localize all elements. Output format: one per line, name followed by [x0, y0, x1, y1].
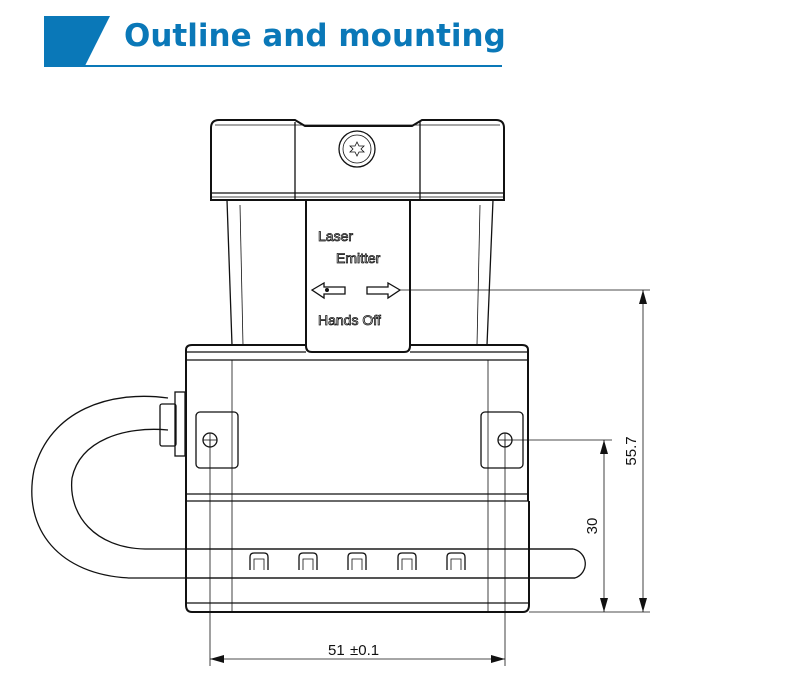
emitter-label: Emitter [336, 250, 381, 266]
hands-off-label: Hands Off [318, 312, 381, 328]
vent-slots [249, 552, 466, 570]
lower-base [185, 501, 575, 613]
dimension-width-tolerance: ±0.1 [350, 642, 379, 659]
dimension-lines [209, 289, 650, 666]
cable-loop [31, 395, 586, 579]
top-cap [210, 119, 505, 201]
arrow-right-icon [366, 281, 402, 300]
section-header: Outline and mounting [0, 0, 800, 70]
cable-connector [159, 391, 186, 457]
body-shoulder [185, 344, 529, 361]
page-title: Outline and mounting [124, 18, 506, 54]
arrow-left-icon [310, 281, 346, 300]
torx-screw-icon [338, 130, 376, 168]
dimension-mount-height: 30 [584, 518, 601, 535]
dimension-emitter-height: 55.7 [623, 436, 640, 465]
main-body [185, 360, 529, 502]
emitter-window [305, 200, 411, 353]
laser-label: Laser [318, 228, 353, 244]
header-underline [44, 65, 502, 67]
dimension-width-value: 51 [328, 642, 345, 659]
